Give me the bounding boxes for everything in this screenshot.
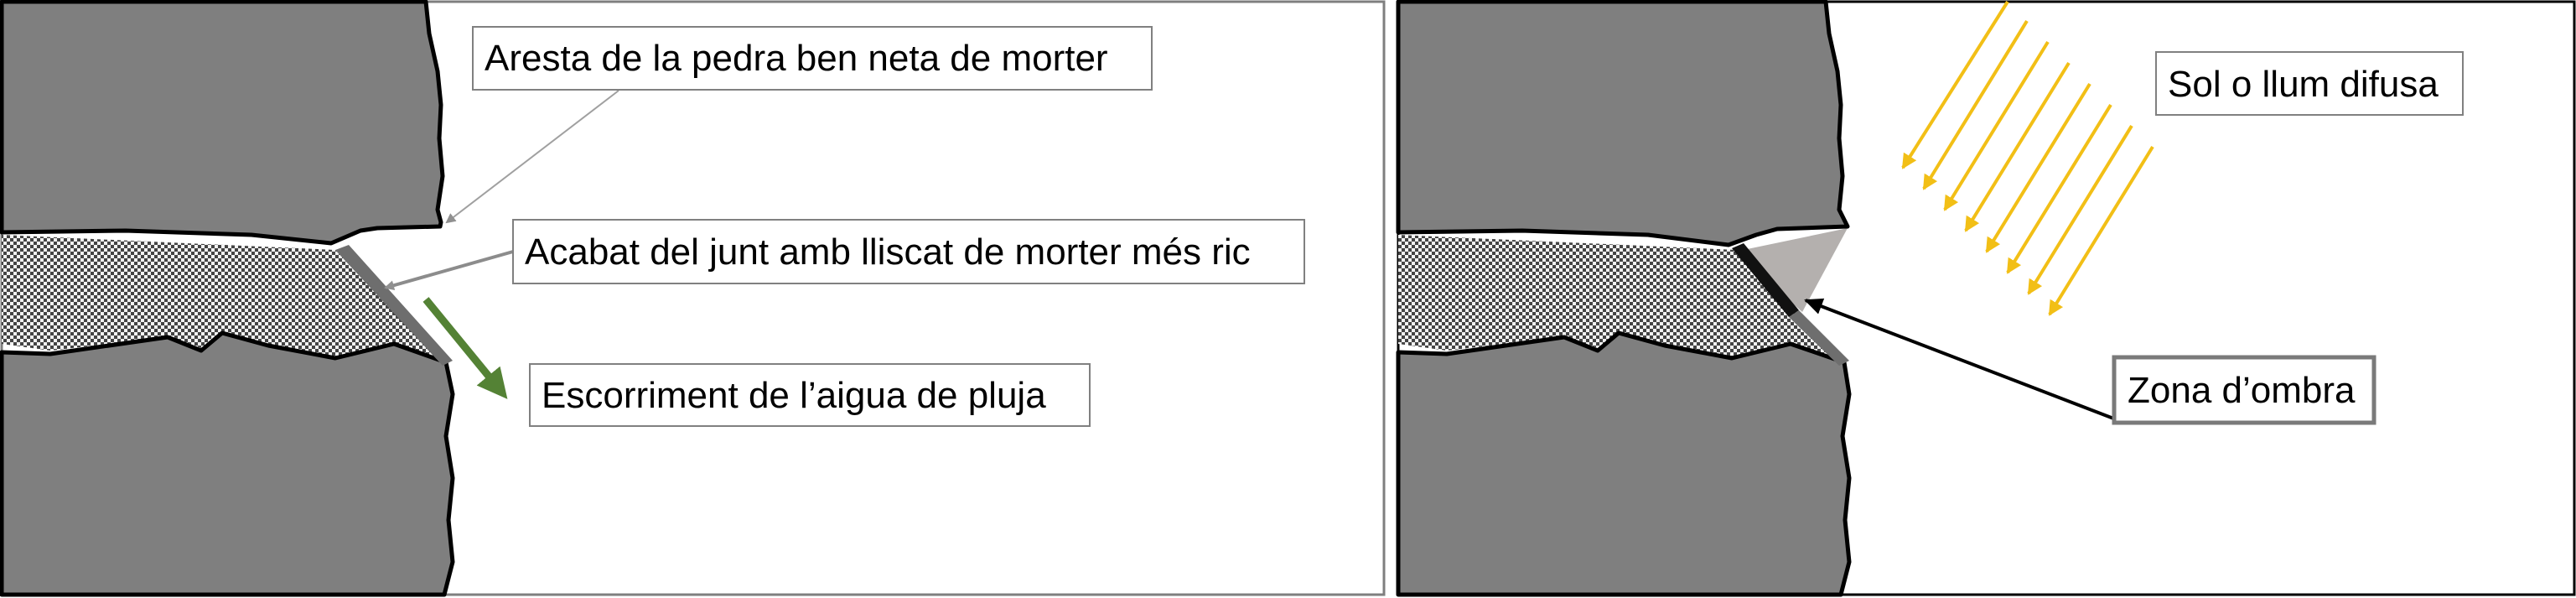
- edge-label: Aresta de la pedra ben neta de morter: [485, 38, 1108, 79]
- lower-stone: [0, 330, 455, 597]
- finish-strip-shadowed: [1732, 243, 1799, 317]
- shadow-label: Zona d’ombra: [2128, 370, 2356, 411]
- runoff-label-box: [529, 363, 1091, 427]
- sun-ray: [2048, 145, 2154, 316]
- finish-label: Acabat del junt amb lliscat de morter mé…: [525, 231, 1251, 273]
- lower-stone-right: [1396, 330, 1852, 597]
- sun-ray: [1901, 0, 2009, 169]
- sun-ray: [1943, 40, 2050, 211]
- sun-label: Sol o llum difusa: [2168, 64, 2439, 105]
- sun-ray: [1922, 19, 2029, 190]
- upper-stone: [0, 0, 445, 246]
- sun-label-box: [2155, 51, 2464, 116]
- shadow-label-box: [2112, 355, 2376, 425]
- mortar-joint: [2, 235, 444, 361]
- shadow-zone: [1735, 228, 1848, 312]
- finish-label-box: [512, 219, 1305, 284]
- edge-leader-line: [445, 90, 619, 224]
- edge-label-box: [472, 26, 1153, 91]
- finish-leader-line: [384, 250, 514, 291]
- right-panel: Sol o llum difusa Zona d’ombra: [1396, 0, 2576, 597]
- runoff-label: Escorriment de l’aigua de pluja: [542, 375, 1046, 416]
- upper-stone-right: [1396, 0, 1850, 247]
- mortar-finish-strip: [335, 245, 453, 366]
- rain-runoff-arrow: [422, 297, 508, 399]
- left-panel: Aresta de la pedra ben neta de morter Ac…: [0, 0, 1386, 597]
- sun-ray: [2006, 103, 2112, 274]
- finish-strip-lit: [1789, 310, 1849, 366]
- sun-ray: [1964, 61, 2071, 232]
- shadow-leader-line: [1804, 298, 2117, 421]
- mortar-joint-right: [1398, 235, 1841, 361]
- sun-rays: [1901, 0, 2154, 316]
- sun-ray: [1985, 82, 2091, 253]
- sun-ray: [2027, 124, 2133, 295]
